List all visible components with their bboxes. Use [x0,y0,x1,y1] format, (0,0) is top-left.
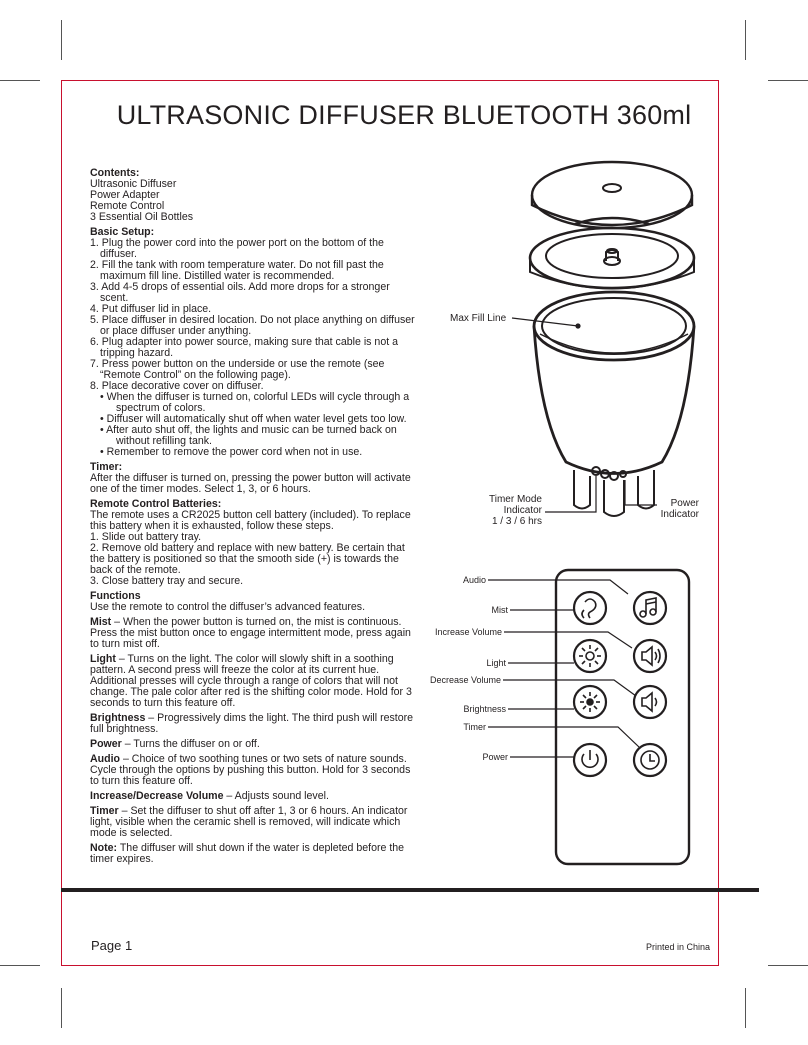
function-term: Timer [90,805,119,817]
function-item: Audio – Choice of two soothing tunes or … [90,754,420,787]
function-text: The diffuser will shut down if the water… [90,842,405,865]
power-indicator-label: Power Indicator [655,498,699,520]
remote-label-mist: Mist [491,605,509,615]
timer-text: After the diffuser is turned on, pressin… [90,472,411,495]
max-fill-label: Max Fill Line [450,313,507,324]
footer-rule [61,888,759,892]
remote-label-light: Light [486,658,506,668]
printed-in-label: Printed in China [645,942,710,952]
crop-mark [768,80,808,81]
function-term: Note: [90,842,118,854]
crop-mark [0,965,40,966]
function-item: Timer – Set the diffuser to shut off aft… [90,806,420,839]
setup-bullet: • Diffuser will automatically shut off w… [100,413,407,425]
power-icon [581,750,599,769]
power-indicator-line: Power [670,498,699,509]
setup-bullet: • When the diffuser is turned on, colorf… [100,391,410,414]
remote-label-brightness: Brightness [463,704,506,714]
function-item: Increase/Decrease Volume – Adjusts sound… [90,791,420,802]
diffuser-drawing [528,160,696,517]
setup-step: 8. Place decorative cover on diffuser. [90,380,264,392]
remote-label-audio: Audio [462,575,486,585]
contents-heading: Contents: [90,167,140,179]
setup-bullet: • Remember to remove the power cord when… [100,446,363,458]
timer-mode-line: Indicator [503,505,542,516]
function-text: – Turns the diffuser on or off. [121,738,260,750]
function-item: Mist – When the power button is turned o… [90,617,420,650]
setup-step: 2. Fill the tank with room temperature w… [90,259,384,282]
battery-step: 1. Slide out battery tray. [90,531,202,543]
crop-mark [0,80,40,81]
function-item: Note: The diffuser will shut down if the… [90,843,420,865]
function-term: Increase/Decrease Volume [90,790,224,802]
contents-item: Power Adapter [90,189,160,201]
function-item: Brightness – Progressively dims the ligh… [90,713,420,735]
function-text: – Choice of two soothing tunes or two se… [90,753,411,787]
contents-item: Ultrasonic Diffuser [90,178,177,190]
setup-step: 4. Put diffuser lid in place. [90,303,212,315]
instructions-column: Contents: Ultrasonic Diffuser Power Adap… [90,165,420,865]
timer-mode-indicator-label: Timer Mode Indicator 1 / 3 / 6 hrs [470,494,542,527]
function-item: Power – Turns the diffuser on or off. [90,739,420,750]
crop-mark [61,20,62,60]
light-icon [579,645,601,667]
remote-callouts [488,579,641,758]
clock-icon [640,750,660,770]
volume-up-icon [641,645,661,667]
remote-label-increase-volume: Increase Volume [434,627,502,637]
functions-heading: Functions [90,590,141,602]
timer-heading: Timer: [90,461,123,473]
function-term: Brightness [90,712,146,724]
page-number: Page 1 [91,938,133,953]
setup-step: 7. Press power button on the underside o… [90,358,385,381]
function-text: – Progressively dims the light. The thir… [90,712,414,735]
setup-step: 1. Plug the power cord into the power po… [90,237,384,260]
crop-mark [745,20,746,60]
contents-item: Remote Control [90,200,165,212]
crop-mark [768,965,808,966]
functions-intro: Use the remote to control the diffuser’s… [90,601,366,613]
setup-heading: Basic Setup: [90,226,155,238]
function-text: – Adjusts sound level. [223,790,329,802]
setup-step: 3. Add 4-5 drops of essential oils. Add … [90,281,390,304]
remote-label-timer: Timer [463,722,486,732]
setup-step: 5. Place diffuser in desired location. D… [90,314,415,337]
function-text: – Turns on the light. The color will slo… [90,653,412,709]
music-note-icon [639,597,657,618]
remote-icons [579,597,661,770]
volume-down-icon [641,691,658,713]
timer-mode-line: 1 / 3 / 6 hrs [491,516,542,527]
function-text: – Set the diffuser to shut off after 1, … [90,805,408,839]
page-title: ULTRASONIC DIFFUSER BLUETOOTH 360ml [116,100,692,130]
brightness-icon [580,692,600,712]
remote-drawing [554,568,691,866]
mist-icon [581,598,597,619]
setup-step: 6. Plug adapter into power source, makin… [90,336,398,359]
function-term: Light [90,653,116,665]
timer-mode-line: Timer Mode [489,494,542,505]
crop-mark [61,988,62,1028]
remote-label-decrease-volume: Decrease Volume [429,675,501,685]
setup-bullet: • After auto shut off, the lights and mu… [100,424,397,447]
crop-mark [745,988,746,1028]
battery-heading: Remote Control Batteries: [90,498,222,510]
page-frame [61,80,719,966]
battery-text: The remote uses a CR2025 button cell bat… [90,509,411,532]
function-term: Mist [90,616,112,628]
battery-step: 2. Remove old battery and replace with n… [90,542,405,576]
contents-item: 3 Essential Oil Bottles [90,211,194,223]
remote-label-power: Power [482,752,508,762]
function-term: Audio [90,753,121,765]
diffuser-callouts [511,317,657,513]
power-indicator-line: Indicator [660,509,699,520]
battery-step: 3. Close battery tray and secure. [90,575,244,587]
function-item: Light – Turns on the light. The color wi… [90,654,420,709]
function-text: – When the power button is turned on, th… [90,616,411,650]
function-term: Power [90,738,122,750]
